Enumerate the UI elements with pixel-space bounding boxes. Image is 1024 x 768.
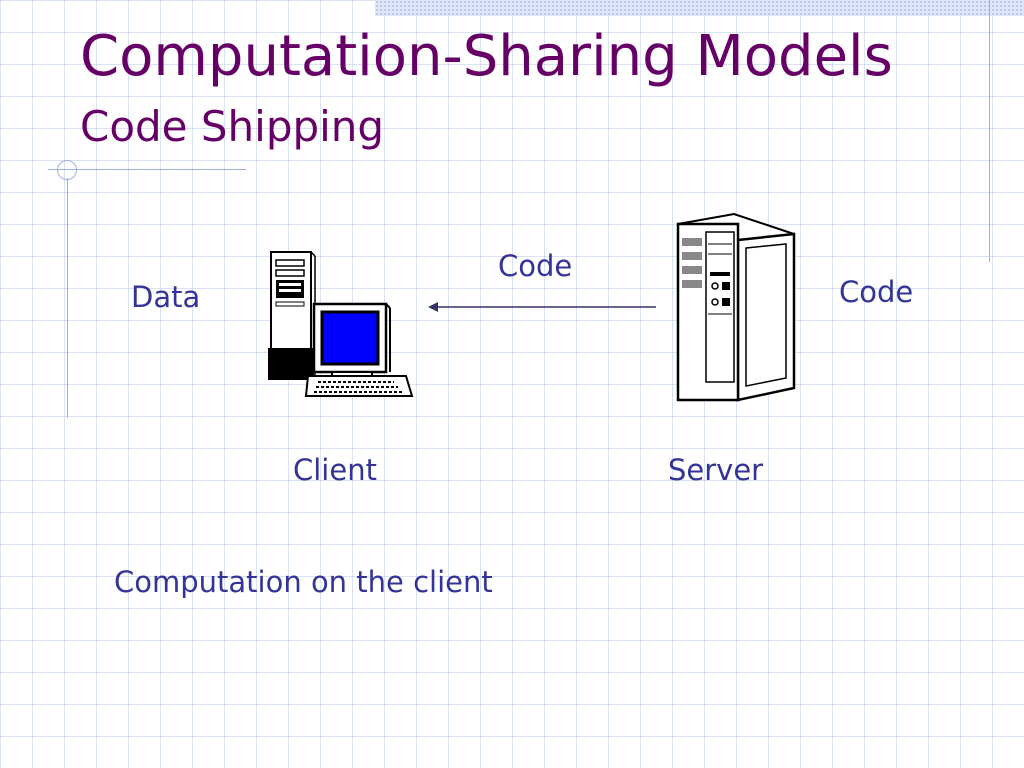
code-transfer-arrow	[428, 300, 658, 314]
decoration-circle	[57, 160, 77, 180]
slide-title: Computation-Sharing Models	[80, 26, 893, 88]
right-decoration-line	[989, 0, 990, 262]
data-label: Data	[131, 283, 200, 312]
title-underline	[48, 169, 246, 170]
slide-subtitle: Code Shipping	[80, 104, 384, 150]
transfer-code-label: Code	[498, 252, 572, 281]
left-decoration-line	[67, 178, 68, 418]
header-decoration-band	[375, 0, 1024, 16]
server-code-label: Code	[839, 278, 913, 307]
server-label: Server	[668, 456, 763, 485]
client-label: Client	[293, 456, 377, 485]
desktop-computer-icon	[266, 248, 414, 400]
slide-caption: Computation on the client	[114, 568, 493, 597]
server-tower-icon	[672, 210, 800, 406]
